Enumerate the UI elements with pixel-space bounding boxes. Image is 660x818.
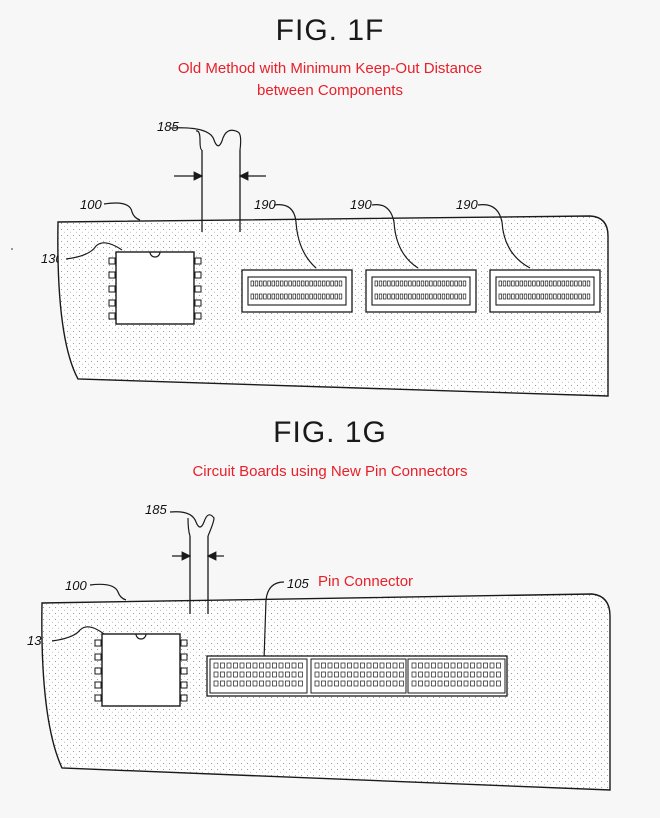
stray-mark xyxy=(11,248,13,250)
fig-1f-connector-leader-2 xyxy=(371,204,419,269)
fig-1f-connector-label-3: 190 xyxy=(456,197,478,212)
fig-1f-keepout-label: 185 xyxy=(157,119,179,134)
fig-1f-caption-line2: between Components xyxy=(257,82,403,99)
fig-1g-title: FIG. 1G xyxy=(273,416,387,449)
fig-1g-connector-leader xyxy=(263,581,285,661)
fig-1g-connector-number-label: 105 xyxy=(287,576,309,591)
fig-1f-connector-leader-1 xyxy=(273,204,317,269)
fig-1f-board-label: 100 xyxy=(80,197,102,212)
fig-1g-caption: Circuit Boards using New Pin Connectors xyxy=(192,463,468,480)
fig-1f-board-leader xyxy=(103,202,141,221)
fig-1f-chip xyxy=(108,251,202,325)
fig-1g-chip-leader xyxy=(51,626,105,642)
fig-1f-caption-line1: Old Method with Minimum Keep-Out Distanc… xyxy=(177,60,483,77)
fig-1f-title: FIG. 1F xyxy=(275,14,385,47)
fig-1f-connector-1 xyxy=(241,269,353,313)
fig-1f-group xyxy=(57,127,609,397)
fig-1f-chip-leader xyxy=(65,242,123,260)
fig-1f-connector-label-2: 190 xyxy=(350,197,372,212)
fig-1g-connector-name-label: Pin Connector xyxy=(318,573,414,590)
fig-1g-pin-connector xyxy=(206,655,508,697)
fig-1g-group xyxy=(41,511,611,791)
fig-1f-connector-2 xyxy=(365,269,477,313)
fig-1g-board-leader xyxy=(89,583,127,601)
fig-1g-keepout-label: 185 xyxy=(145,502,167,517)
fig-1g-chip xyxy=(94,633,188,707)
fig-1f-connector-label-1: 190 xyxy=(254,197,276,212)
fig-1f-connector-3 xyxy=(489,269,601,313)
fig-1f-keepout-dimension xyxy=(169,127,266,232)
fig-1f-connector-leader-3 xyxy=(477,204,531,269)
fig-1g-board-label: 100 xyxy=(65,578,87,593)
fig-1g-keepout-dimension xyxy=(169,511,224,614)
